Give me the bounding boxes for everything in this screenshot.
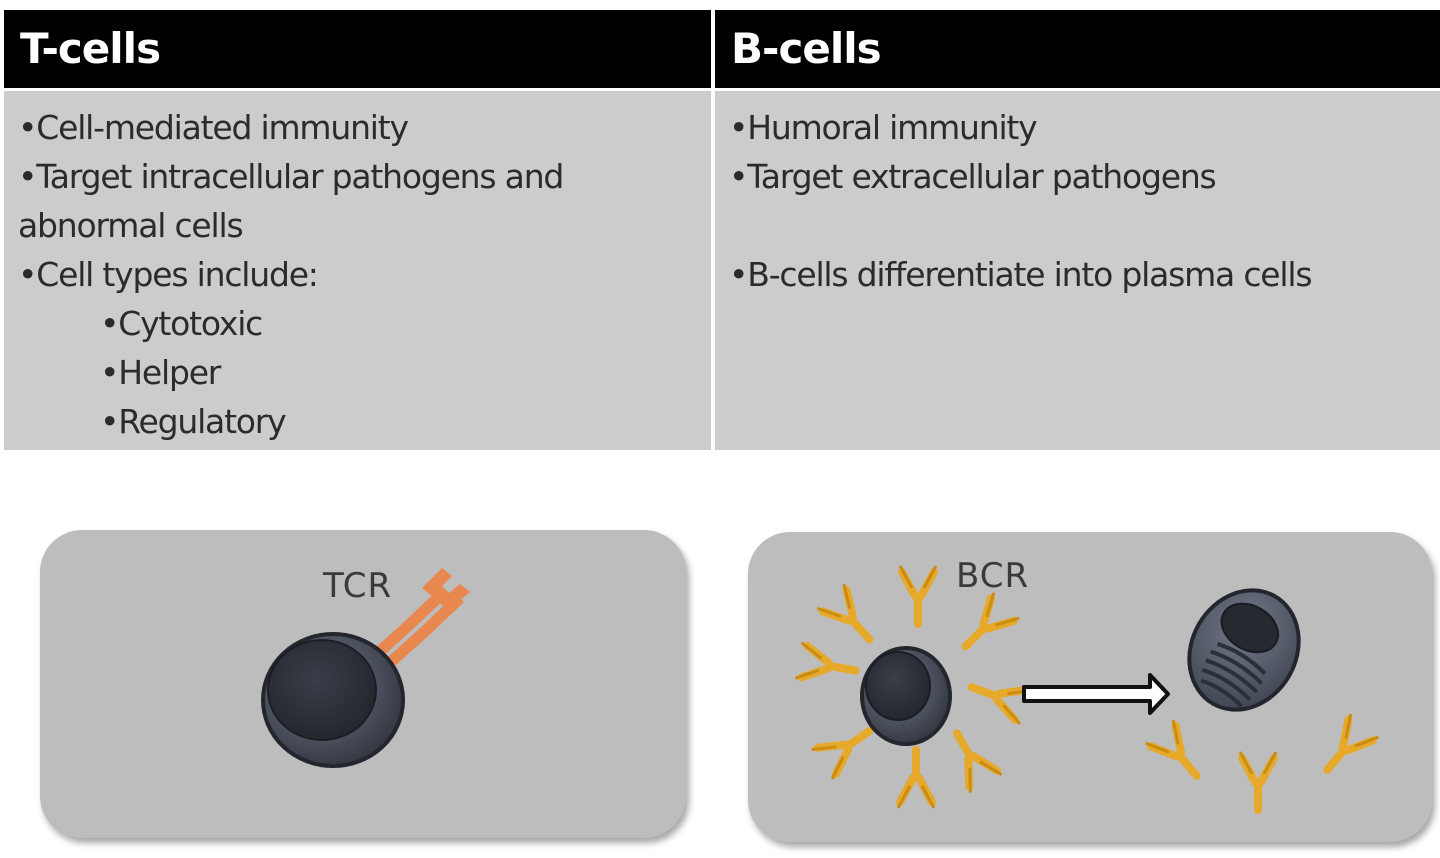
t-cells-subtype: •Regulatory bbox=[100, 402, 287, 441]
b-cells-header: B-cells bbox=[715, 10, 1440, 88]
t-cell bbox=[261, 632, 405, 768]
t-cells-line: •Cell-mediated immunity bbox=[18, 108, 409, 147]
t-cells-subtype: •Helper bbox=[100, 353, 221, 392]
t-cells-line: •Target intracellular pathogens and bbox=[18, 157, 564, 196]
t-cells-body: •Cell-mediated immunity •Target intracel… bbox=[4, 91, 711, 450]
b-cells-column: B-cells •Humoral immunity •Target extrac… bbox=[715, 10, 1440, 450]
comparison-table: T-cells •Cell-mediated immunity •Target … bbox=[4, 10, 1440, 450]
t-cell-diagram-panel: TCR bbox=[40, 530, 686, 838]
plasma-cell bbox=[1187, 588, 1301, 712]
t-cells-line: abnormal cells bbox=[18, 206, 244, 245]
t-cell-illustration bbox=[261, 568, 470, 768]
secreted-antibodies bbox=[1146, 714, 1379, 810]
t-cells-line: •Cell types include: bbox=[18, 255, 319, 294]
t-cells-header: T-cells bbox=[4, 10, 711, 88]
b-cells-line: •B-cells differentiate into plasma cells bbox=[729, 255, 1313, 294]
b-cells-line: •Target extracellular pathogens bbox=[729, 157, 1217, 196]
b-cell-diagram-panel: BCR bbox=[748, 532, 1432, 842]
b-cell bbox=[860, 646, 952, 746]
t-cells-subtype: •Cytotoxic bbox=[100, 304, 263, 343]
tcr-label: TCR bbox=[323, 566, 393, 606]
differentiation-arrow bbox=[1022, 673, 1170, 715]
bcr-label: BCR bbox=[956, 556, 1030, 596]
b-cells-body: •Humoral immunity •Target extracellular … bbox=[715, 91, 1440, 450]
b-cells-blank-line bbox=[729, 201, 1440, 250]
t-cells-column: T-cells •Cell-mediated immunity •Target … bbox=[4, 10, 711, 450]
b-cells-line: •Humoral immunity bbox=[729, 108, 1038, 147]
b-cell-illustration bbox=[748, 532, 1432, 842]
